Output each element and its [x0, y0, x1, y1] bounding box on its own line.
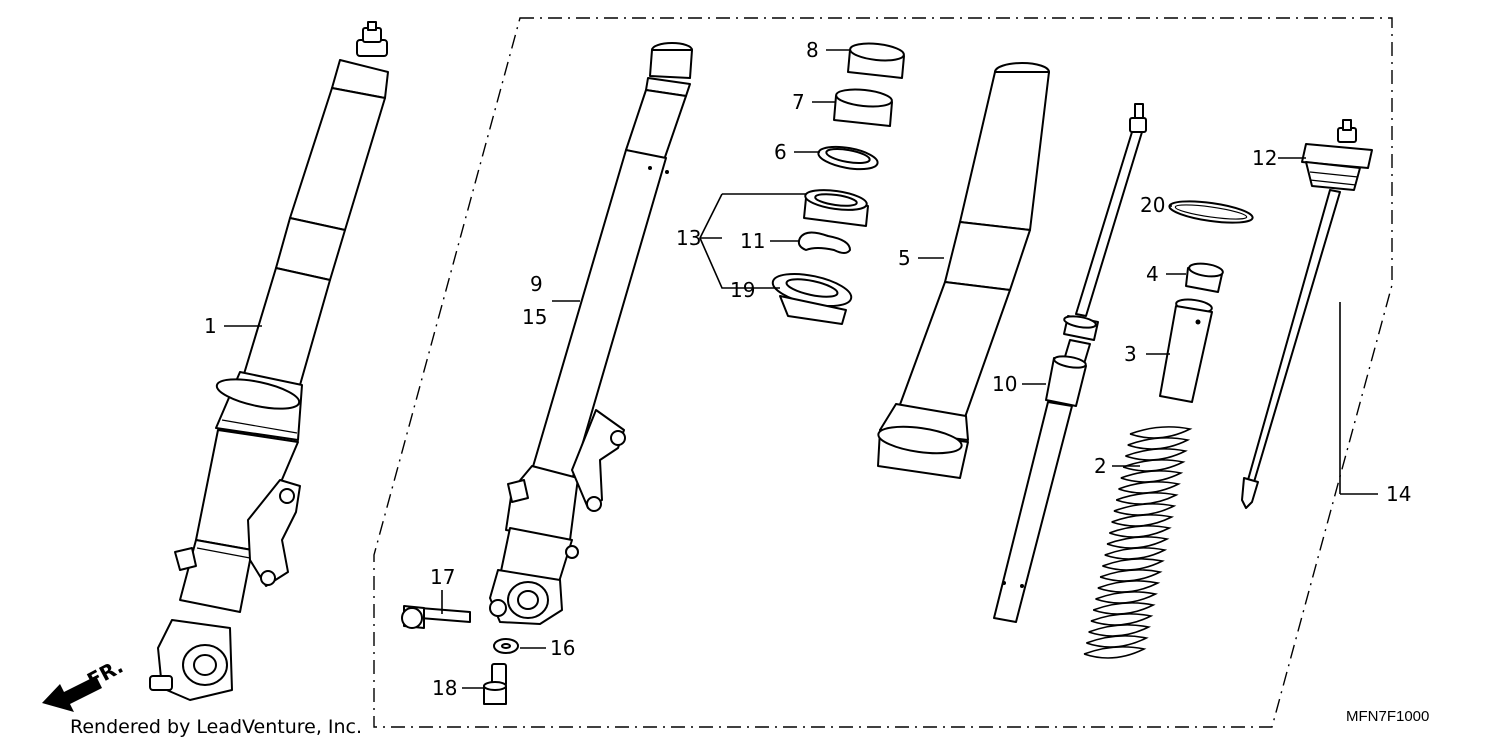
bushing-8[interactable] [847, 41, 905, 79]
callout-4: 4 [1146, 262, 1159, 286]
callout-9: 9 [530, 272, 543, 296]
outer-tube-slider[interactable] [489, 42, 693, 625]
bolt-18[interactable] [483, 663, 507, 705]
leader-lines [224, 49, 1378, 689]
callout-8: 8 [806, 38, 819, 62]
bushing-7[interactable] [833, 87, 893, 127]
callout-7: 7 [792, 90, 805, 114]
fork-bolt-12[interactable] [1301, 119, 1373, 191]
callout-1: 1 [204, 314, 217, 338]
callout-10: 10 [992, 372, 1017, 396]
o-ring-20[interactable] [1168, 197, 1254, 227]
washer-16[interactable] [493, 638, 519, 654]
back-up-ring-6[interactable] [817, 143, 880, 173]
damper-rod-10[interactable] [993, 103, 1147, 623]
assembly-boundary [373, 17, 1393, 728]
callout-2: 2 [1094, 454, 1107, 478]
piece-4[interactable] [1185, 262, 1224, 293]
oil-seal-13[interactable] [803, 187, 869, 227]
callout-18: 18 [432, 676, 457, 700]
callout-16: 16 [550, 636, 575, 660]
front-direction-arrow: FR. [42, 654, 127, 712]
adjuster-rod-14[interactable] [1241, 189, 1341, 509]
callout-19: 19 [730, 278, 755, 302]
callout-15: 15 [522, 305, 547, 329]
callout-17: 17 [430, 565, 455, 589]
fork-spring-2[interactable] [1083, 426, 1193, 659]
callout-11: 11 [740, 229, 765, 253]
bolt-17[interactable] [401, 605, 471, 629]
fork-assembly-left[interactable] [149, 21, 389, 701]
fork-tube-5[interactable] [877, 62, 1050, 479]
callout-6: 6 [774, 140, 787, 164]
callout-5: 5 [898, 246, 911, 270]
dust-seal-19[interactable] [770, 268, 854, 325]
clip-11[interactable] [797, 231, 851, 254]
callout-20: 20 [1140, 193, 1165, 217]
callout-14: 14 [1386, 482, 1411, 506]
footer-credit: Rendered by LeadVenture, Inc. [70, 716, 363, 738]
callout-13: 13 [676, 226, 701, 250]
diagram-code: MFN7F1000 [1346, 708, 1430, 725]
callout-3: 3 [1124, 342, 1137, 366]
callout-12: 12 [1252, 146, 1277, 170]
spacer-3[interactable] [1159, 298, 1213, 403]
